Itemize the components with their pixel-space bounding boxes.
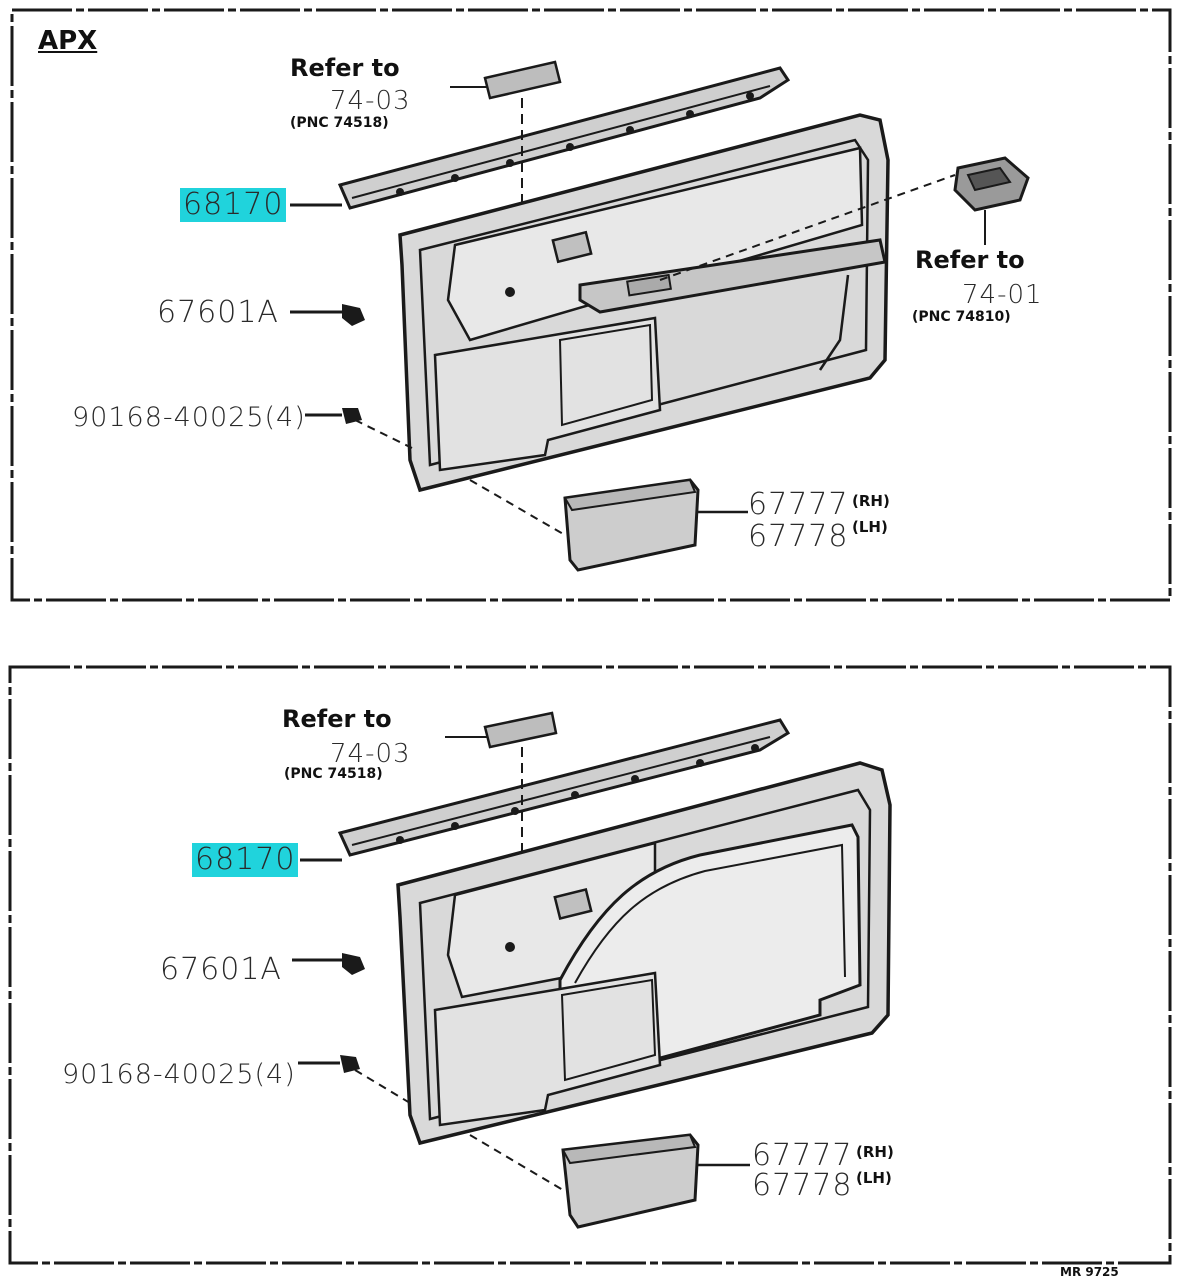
part-number-moulding[interactable]: 68170	[192, 843, 299, 877]
refer-to-pnc-right: (PNC 74810)	[912, 309, 1011, 325]
panel-bottom-drawing	[8, 665, 1172, 1265]
part-number-pocket-lh: 67778	[752, 1168, 853, 1203]
refer-to-ref: 74-03	[330, 739, 411, 769]
part-number-pocket-rh: 67777	[748, 487, 849, 522]
footer-code: MR 9725	[1060, 1265, 1119, 1279]
part-number-moulding[interactable]: 68170	[180, 188, 287, 222]
diagram-panel-bottom: Refer to 74-03 (PNC 74518) 68170 67601A …	[0, 655, 1181, 1275]
panel-frame	[10, 8, 1172, 602]
refer-to-pnc: (PNC 74518)	[284, 766, 383, 782]
part-number-pocket-lh: 67778	[748, 519, 849, 554]
trim-insert	[483, 711, 558, 749]
clip-part	[290, 304, 365, 326]
part-number-screw: 90168-40025(4)	[62, 1059, 296, 1090]
door-trim-panel	[398, 113, 890, 493]
door-pocket-part	[469, 1133, 750, 1229]
part-number-screw: 90168-40025(4)	[72, 402, 306, 433]
rh-tag: (RH)	[856, 1143, 894, 1161]
refer-to-ref-right: 74-01	[962, 280, 1043, 310]
part-number-clip: 67601A	[160, 952, 282, 987]
region-label: APX	[38, 26, 98, 56]
rh-tag: (RH)	[852, 492, 890, 510]
door-moulding-strip	[337, 718, 791, 857]
refer-to-title-right: Refer to	[915, 246, 1025, 274]
part-number-clip: 67601A	[157, 295, 279, 330]
refer-to-title: Refer to	[290, 54, 400, 82]
diagram-panel-top: APX Refer to 74-03 (PNC 74518) Refer to …	[0, 0, 1181, 610]
door-moulding-strip	[337, 66, 791, 210]
trim-insert	[483, 60, 562, 100]
screw-part	[298, 1055, 411, 1104]
clip-part	[292, 953, 365, 975]
power-window-switch	[953, 156, 1030, 245]
refer-to-ref: 74-03	[330, 86, 411, 116]
door-trim-panel	[396, 761, 892, 1146]
refer-to-title: Refer to	[282, 705, 392, 733]
lh-tag: (LH)	[852, 518, 888, 536]
panel-frame	[8, 665, 1172, 1265]
door-pocket-part	[469, 478, 748, 572]
panel-top-drawing	[10, 8, 1172, 602]
part-number-pocket-rh: 67777	[752, 1138, 853, 1173]
lh-tag: (LH)	[856, 1169, 892, 1187]
refer-to-pnc: (PNC 74518)	[290, 115, 389, 131]
screw-part	[305, 408, 413, 449]
